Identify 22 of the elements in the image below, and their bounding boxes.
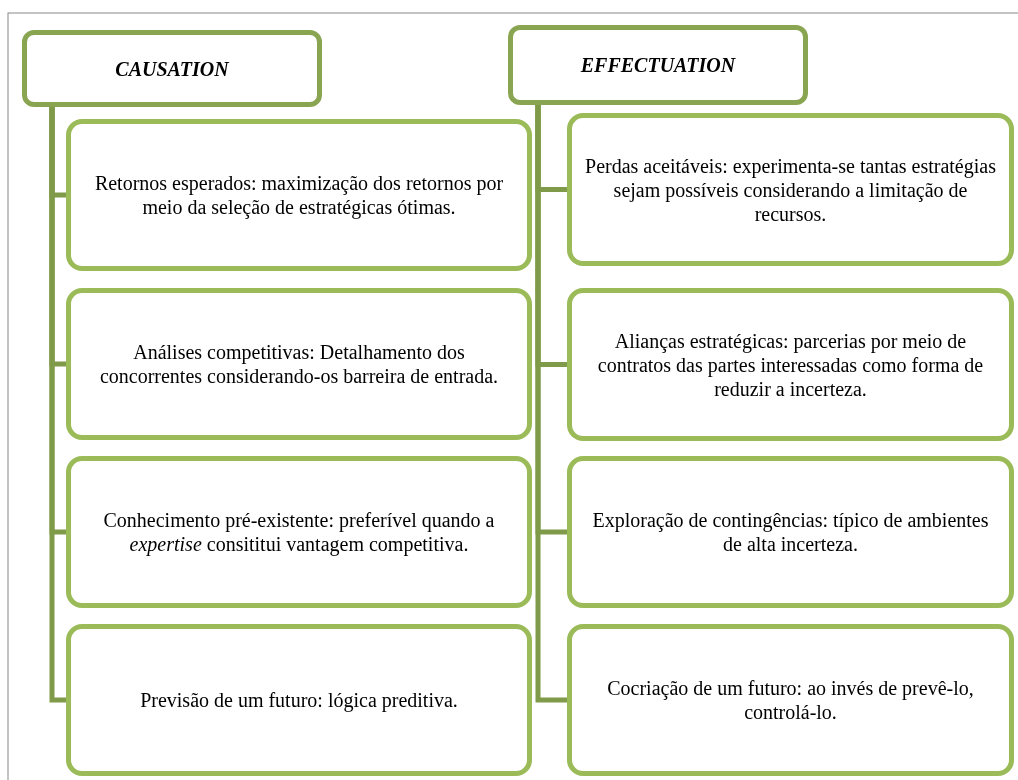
header-box bbox=[22, 30, 322, 107]
box-text: Exploração de contingências: típico de ambientes de alta incerteza. bbox=[591, 508, 990, 556]
content-box bbox=[66, 119, 532, 271]
box-text: Alianças estratégicas: parcerias por meio de contratos das partes interessadas como forma de reduzir a incerteza. bbox=[596, 328, 985, 401]
box-text: Análises competitivas: Detalhamento dos concorrentes considerando-os barreira de entrada. bbox=[98, 340, 500, 388]
header-text: CAUSATION bbox=[115, 56, 229, 81]
box-text: Perdas aceitáveis: experimenta-se tantas estratégias sejam possíveis considerando a limitação de recursos. bbox=[584, 153, 997, 226]
content-box bbox=[567, 624, 1014, 776]
connector-line bbox=[49, 107, 66, 703]
header-box bbox=[508, 25, 808, 105]
content-box bbox=[567, 288, 1014, 441]
header-text: EFFECTUATION bbox=[580, 53, 736, 77]
content-box bbox=[66, 288, 532, 440]
box-text: Previsão de um futuro: lógica preditiva. bbox=[140, 688, 458, 712]
content-box bbox=[567, 113, 1014, 266]
content-box bbox=[66, 624, 532, 776]
connector-line bbox=[535, 105, 567, 703]
box-text: Cocriação de um futuro: ao invés de prevê-lo, controlá-lo. bbox=[606, 676, 975, 724]
content-box bbox=[567, 456, 1014, 608]
box-text: Conhecimento pré-existente: preferível quando a expertise consititui vantagem competitiva. bbox=[102, 508, 496, 556]
box-text: Retornos esperados: maximização dos retornos por meio da seleção de estratégicas ótimas. bbox=[93, 171, 505, 219]
content-box bbox=[66, 456, 532, 608]
